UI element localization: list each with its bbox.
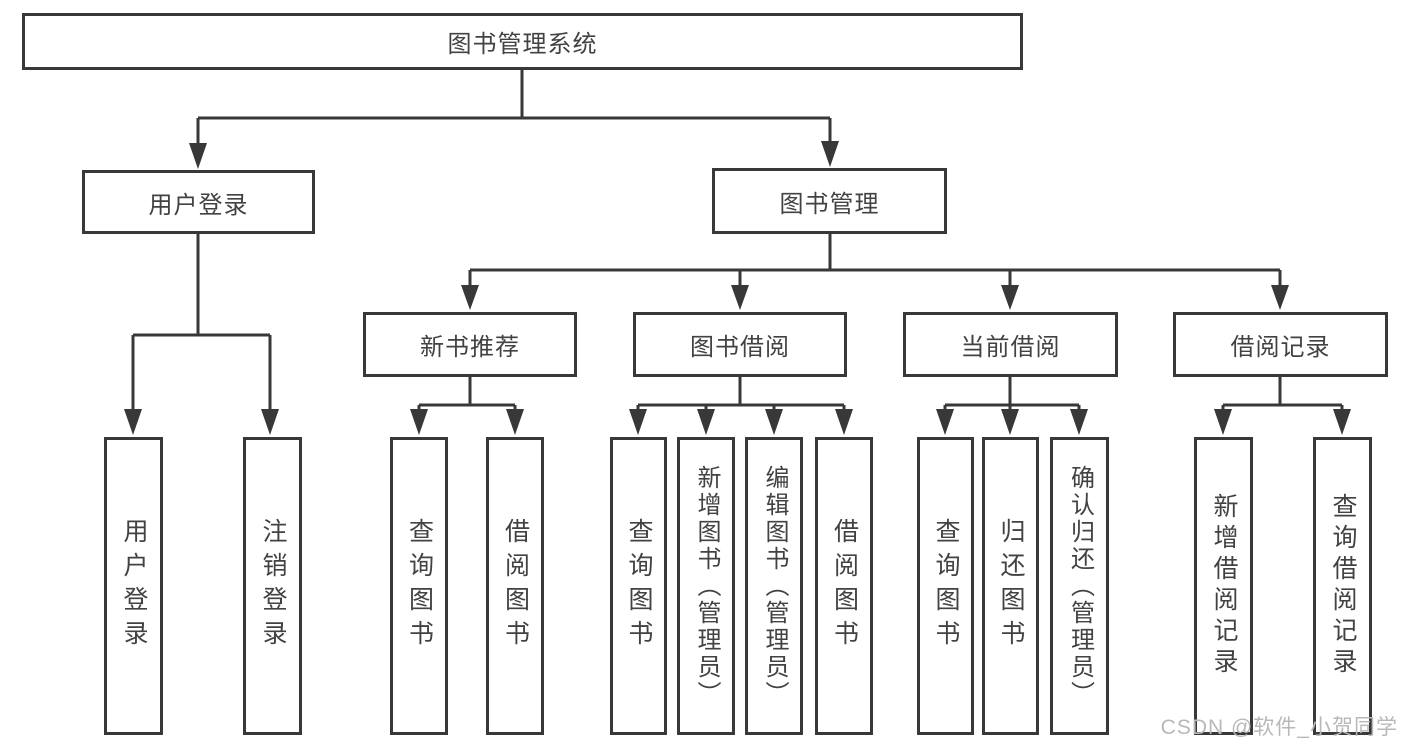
node-user-login: 用户登录 <box>82 170 315 234</box>
leaf-current-return-books: 归还图书 <box>982 437 1039 735</box>
leaf-borrow-edit-books-admin: 编辑图书（管理员） <box>745 437 803 735</box>
node-current-borrow: 当前借阅 <box>903 312 1118 377</box>
node-borrow-records-label: 借阅记录 <box>1230 334 1331 361</box>
watermark: CSDN @软件_小贺同学 <box>1160 716 1398 739</box>
node-user-login-label: 用户登录 <box>148 191 249 219</box>
leaf-borrow-edit-books-admin-label: 编辑图书（管理员） <box>761 464 788 708</box>
leaf-user-login-label: 用户登录 <box>120 518 148 654</box>
leaf-records-add-record: 新增借阅记录 <box>1194 437 1253 735</box>
leaf-current-query-books: 查询图书 <box>917 437 974 735</box>
node-current-borrow-label: 当前借阅 <box>960 334 1061 361</box>
leaf-records-query-record: 查询借阅记录 <box>1313 437 1372 735</box>
leaf-current-confirm-return-admin: 确认归还（管理员） <box>1050 437 1109 735</box>
leaf-logout-label: 注销登录 <box>259 518 287 654</box>
leaf-borrow-borrow-books-label: 借阅图书 <box>830 518 859 654</box>
node-new-book-recommend-label: 新书推荐 <box>420 334 520 361</box>
node-new-book-recommend: 新书推荐 <box>363 312 577 377</box>
leaf-borrow-borrow-books: 借阅图书 <box>815 437 873 735</box>
node-book-management: 图书管理 <box>712 168 947 234</box>
node-book-borrow: 图书借阅 <box>633 312 847 377</box>
node-borrow-records: 借阅记录 <box>1173 312 1388 377</box>
node-book-management-label: 图书管理 <box>779 190 880 218</box>
leaf-borrow-add-books-admin-label: 新增图书（管理员） <box>693 464 720 708</box>
node-library-system: 图书管理系统 <box>22 13 1023 70</box>
node-book-borrow-label: 图书借阅 <box>690 334 790 361</box>
leaf-user-login: 用户登录 <box>104 437 163 735</box>
leaf-records-query-record-label: 查询借阅记录 <box>1329 493 1357 679</box>
node-library-system-label: 图书管理系统 <box>447 31 598 58</box>
leaf-records-add-record-label: 新增借阅记录 <box>1210 493 1238 679</box>
leaf-recommend-query-books-label: 查询图书 <box>405 518 434 654</box>
leaf-borrow-add-books-admin: 新增图书（管理员） <box>677 437 735 735</box>
leaf-current-confirm-return-admin-label: 确认归还（管理员） <box>1066 464 1094 708</box>
leaf-borrow-query-books-label: 查询图书 <box>625 518 653 654</box>
leaf-current-return-books-label: 归还图书 <box>997 518 1025 654</box>
leaf-recommend-query-books: 查询图书 <box>390 437 448 735</box>
leaf-current-query-books-label: 查询图书 <box>932 518 960 654</box>
leaf-recommend-borrow-books: 借阅图书 <box>486 437 544 735</box>
leaf-logout: 注销登录 <box>243 437 302 735</box>
leaf-recommend-borrow-books-label: 借阅图书 <box>501 518 530 654</box>
leaf-borrow-query-books: 查询图书 <box>610 437 667 735</box>
